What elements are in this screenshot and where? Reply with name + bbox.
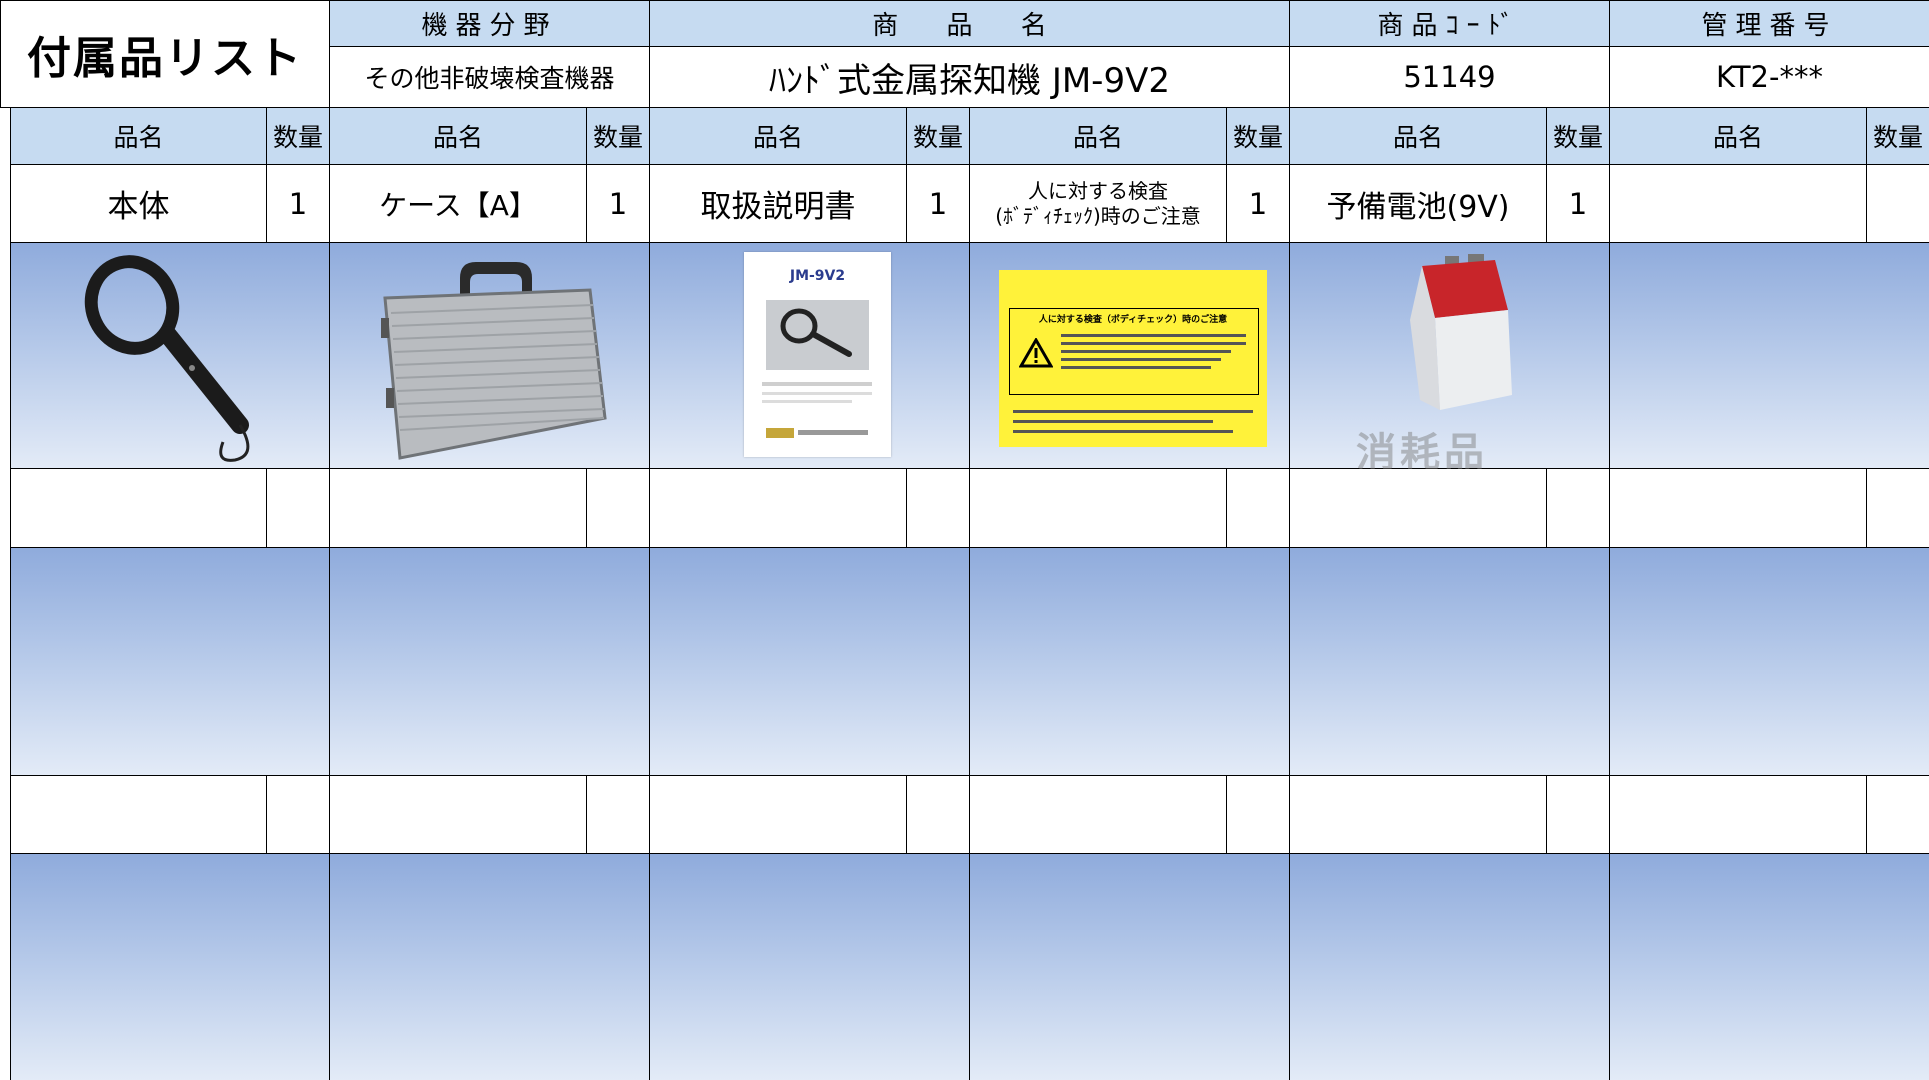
metal-detector-photo bbox=[84, 255, 250, 462]
photo-cell bbox=[10, 854, 330, 1080]
product-code-value-cell: 51149 bbox=[1290, 47, 1610, 108]
item-qty-cell: 1 bbox=[587, 165, 650, 243]
item-qty-cell bbox=[1227, 776, 1290, 854]
notice-title: 人に対する検査（ボディチェック）時のご注意 bbox=[1038, 315, 1228, 325]
photo-cell bbox=[330, 548, 650, 776]
photo-cell bbox=[1610, 854, 1929, 1080]
photo-cell bbox=[1610, 548, 1929, 776]
item-qty-cell bbox=[267, 776, 330, 854]
item-name-cell bbox=[970, 469, 1227, 548]
carrying-case-photo bbox=[381, 262, 607, 460]
sheet-title-cell: 付属品リスト bbox=[0, 0, 330, 108]
item-name-cell: 予備電池(9V) bbox=[1290, 165, 1547, 243]
product-code-label-cell: 商品ｺｰﾄﾞ bbox=[1290, 0, 1610, 47]
item-name-cell: 人に対する検査 (ﾎﾞﾃﾞｨﾁｪｯｸ)時のご注意 bbox=[970, 165, 1227, 243]
consumable-stamp: 消耗品 bbox=[1356, 430, 1488, 476]
item-qty-header: 数量 bbox=[1547, 108, 1610, 165]
item-name-cell bbox=[330, 469, 587, 548]
item-name-cell bbox=[1290, 776, 1547, 854]
item-name-cell bbox=[10, 469, 267, 548]
control-no-label: 管理番号 bbox=[1701, 11, 1838, 41]
item-qty-header: 数量 bbox=[587, 108, 650, 165]
manual-title: JM-9V2 bbox=[789, 268, 846, 284]
item-qty-cell bbox=[267, 469, 330, 548]
item-qty-cell bbox=[1547, 469, 1610, 548]
photo-cell bbox=[10, 548, 330, 776]
item-qty-cell: 1 bbox=[1227, 165, 1290, 243]
item-qty-cell: 1 bbox=[267, 165, 330, 243]
item-name-header: 品名 bbox=[10, 108, 267, 165]
item-qty-cell: 1 bbox=[907, 165, 970, 243]
item-name-cell bbox=[1610, 165, 1867, 243]
photo-cell bbox=[970, 548, 1290, 776]
item-name-header: 品名 bbox=[1290, 108, 1547, 165]
control-no-value: KT2-*** bbox=[1716, 60, 1823, 94]
item-qty-cell bbox=[587, 469, 650, 548]
item-name-cell: 本体 bbox=[10, 165, 267, 243]
item-name-cell bbox=[970, 776, 1227, 854]
body-check-notice-photo: 人に対する検査（ボディチェック）時のご注意 bbox=[999, 270, 1267, 447]
photo-cell bbox=[650, 854, 970, 1080]
item-name-cell bbox=[1610, 776, 1867, 854]
battery-photo bbox=[1410, 254, 1512, 410]
product-name-label: 商 品 名 bbox=[872, 11, 1067, 41]
item-qty-header: 数量 bbox=[907, 108, 970, 165]
item-name-cell bbox=[650, 776, 907, 854]
item-qty-cell bbox=[907, 776, 970, 854]
item-name-header: 品名 bbox=[650, 108, 907, 165]
item-qty-cell bbox=[1867, 469, 1929, 548]
item-name-cell bbox=[10, 776, 267, 854]
product-name-value: ﾊﾝﾄﾞ式金属探知機 JM-9V2 bbox=[769, 60, 1170, 101]
category-label: 機器分野 bbox=[421, 11, 558, 41]
item-qty-header: 数量 bbox=[1867, 108, 1929, 165]
item-name-cell bbox=[1610, 469, 1867, 548]
product-name-value-cell: ﾊﾝﾄﾞ式金属探知機 JM-9V2 bbox=[650, 47, 1290, 108]
control-no-label-cell: 管理番号 bbox=[1610, 0, 1929, 47]
item-name-cell bbox=[650, 469, 907, 548]
control-no-value-cell: KT2-*** bbox=[1610, 47, 1929, 108]
item-qty-cell bbox=[587, 776, 650, 854]
item-qty-cell bbox=[1867, 776, 1929, 854]
product-code-value: 51149 bbox=[1403, 60, 1496, 94]
category-value: その他非破壊検査機器 bbox=[364, 64, 615, 93]
item-name-cell bbox=[330, 776, 587, 854]
item-name-cell bbox=[1290, 469, 1547, 548]
product-code-label: 商品ｺｰﾄﾞ bbox=[1377, 11, 1522, 41]
item-name-header: 品名 bbox=[1610, 108, 1867, 165]
photo-cell bbox=[1290, 854, 1610, 1080]
item-qty-header: 数量 bbox=[1227, 108, 1290, 165]
item-qty-cell bbox=[1227, 469, 1290, 548]
item-name-header: 品名 bbox=[330, 108, 587, 165]
product-name-label-cell: 商 品 名 bbox=[650, 0, 1290, 47]
photo-cell bbox=[1610, 243, 1929, 469]
item-qty-header: 数量 bbox=[267, 108, 330, 165]
item-name-header: 品名 bbox=[970, 108, 1227, 165]
item-qty-cell bbox=[907, 469, 970, 548]
photo-cell bbox=[1290, 548, 1610, 776]
photo-cell bbox=[970, 854, 1290, 1080]
item-qty-cell: 1 bbox=[1547, 165, 1610, 243]
item-name-cell: ケース【A】 bbox=[330, 165, 587, 243]
photo-cell bbox=[650, 548, 970, 776]
photo-cell bbox=[330, 854, 650, 1080]
category-value-cell: その他非破壊検査機器 bbox=[330, 47, 650, 108]
item-qty-cell bbox=[1867, 165, 1929, 243]
sheet-title: 付属品リスト bbox=[27, 33, 303, 84]
item-name-cell: 取扱説明書 bbox=[650, 165, 907, 243]
item-qty-cell bbox=[1547, 776, 1610, 854]
category-label-cell: 機器分野 bbox=[330, 0, 650, 47]
manual-photo: JM-9V2 bbox=[744, 252, 891, 457]
